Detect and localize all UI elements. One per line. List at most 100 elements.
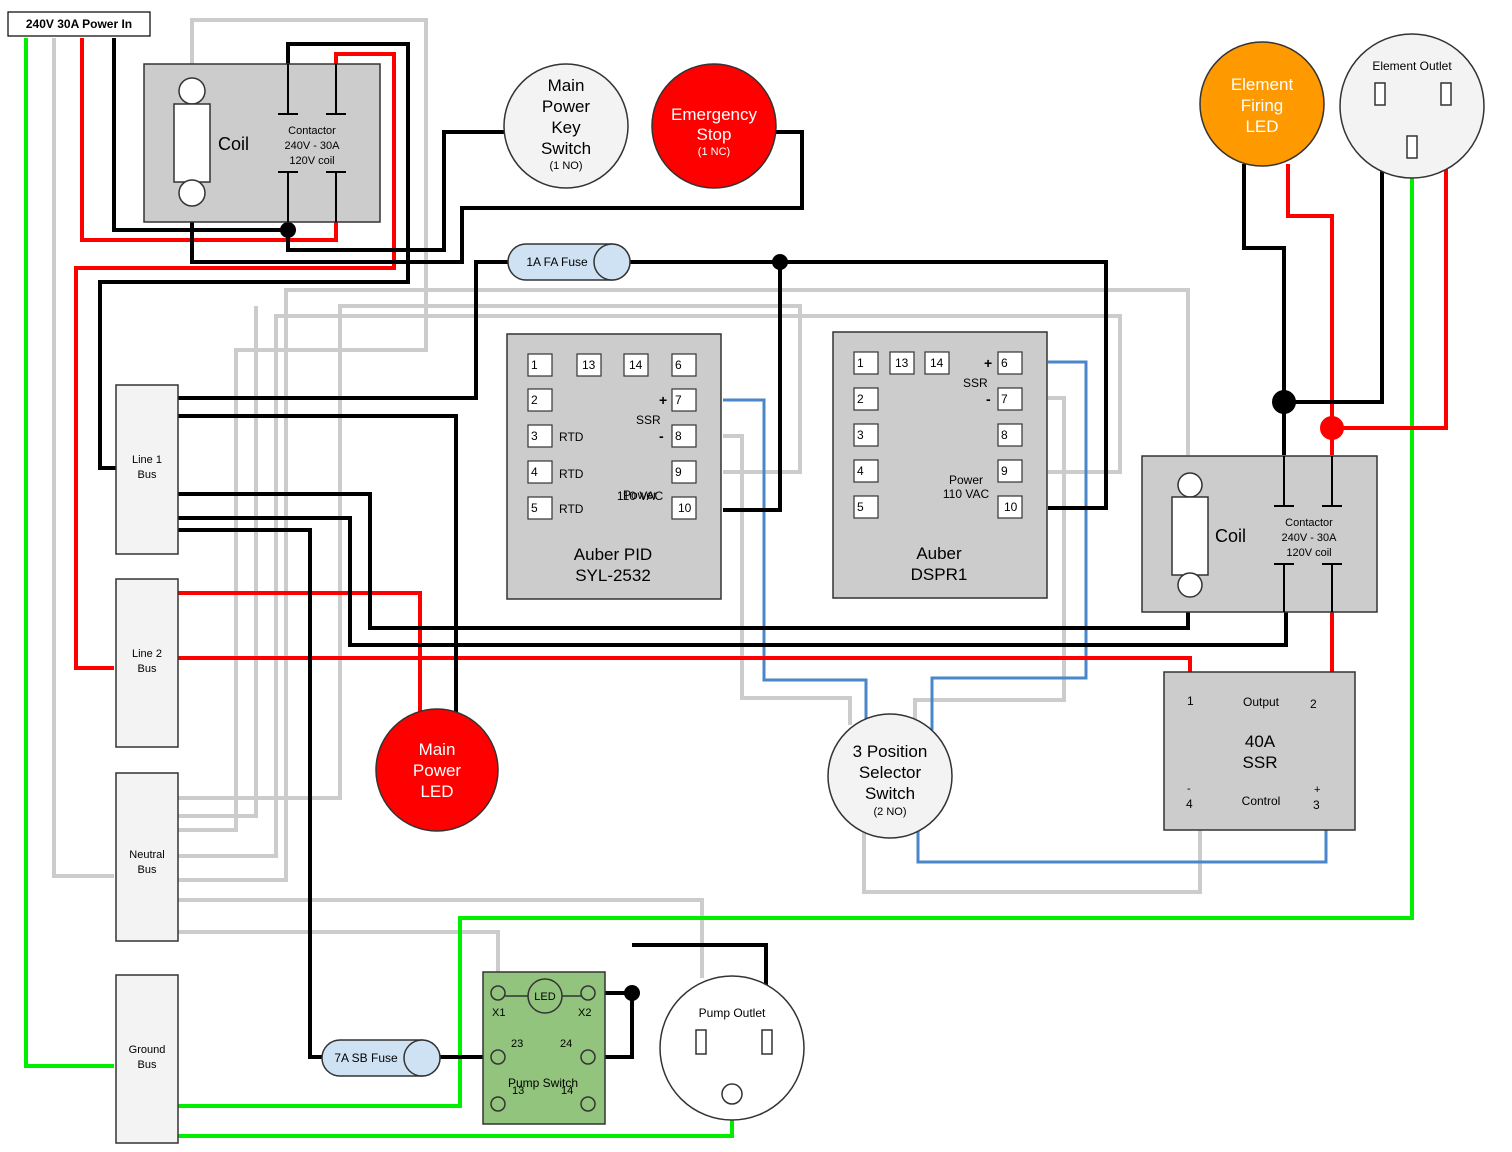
- svg-text:Switch: Switch: [541, 139, 591, 158]
- svg-text:Output: Output: [1243, 695, 1280, 709]
- fuse-1a: 1A FA Fuse: [507, 243, 631, 281]
- svg-text:Bus: Bus: [138, 1059, 157, 1071]
- svg-text:Contactor: Contactor: [1285, 517, 1333, 529]
- neutral-bus: Neutral Bus: [115, 772, 179, 942]
- svg-text:RTD: RTD: [559, 467, 584, 481]
- svg-text:240V 30A Power In: 240V 30A Power In: [26, 17, 132, 31]
- svg-text:6: 6: [675, 358, 682, 372]
- svg-text:23: 23: [511, 1038, 523, 1050]
- line2-wires: [74, 38, 1448, 712]
- svg-text:+: +: [659, 392, 667, 408]
- svg-text:Coil: Coil: [218, 134, 249, 154]
- contactor-1: Coil Contactor 240V - 30A 120V coil: [143, 63, 381, 223]
- svg-text:4: 4: [857, 464, 864, 478]
- svg-text:Line 2: Line 2: [132, 648, 162, 660]
- svg-text:13: 13: [895, 356, 909, 370]
- fuse-7a: 7A SB Fuse: [321, 1039, 441, 1077]
- svg-text:9: 9: [1001, 464, 1008, 478]
- svg-text:(2 NO): (2 NO): [874, 806, 907, 818]
- svg-text:Power: Power: [949, 473, 983, 487]
- svg-text:9: 9: [675, 465, 682, 479]
- svg-text:RTD: RTD: [559, 502, 584, 516]
- svg-text:10: 10: [1004, 500, 1018, 514]
- svg-text:Element: Element: [1231, 75, 1294, 94]
- svg-text:1: 1: [531, 358, 538, 372]
- svg-text:24: 24: [560, 1038, 572, 1050]
- svg-text:(1 NC): (1 NC): [698, 146, 730, 158]
- svg-text:2: 2: [1310, 697, 1317, 711]
- emergency-stop: Emergency Stop (1 NC): [651, 63, 777, 189]
- element-firing-led: Element Firing LED: [1199, 41, 1325, 167]
- svg-text:Firing: Firing: [1241, 96, 1284, 115]
- svg-text:Line 1: Line 1: [132, 454, 162, 466]
- svg-text:SSR: SSR: [636, 413, 661, 427]
- svg-text:LED: LED: [1245, 117, 1278, 136]
- svg-text:SYL-2532: SYL-2532: [575, 566, 651, 585]
- svg-text:Control: Control: [1242, 794, 1281, 808]
- auber-pid: 1 13 14 6 2 7 3 8 4 9 5 10 RTD RTD RTD S…: [506, 333, 722, 600]
- svg-text:7A SB Fuse: 7A SB Fuse: [334, 1051, 398, 1065]
- power-in-label: 240V 30A Power In: [7, 11, 151, 37]
- svg-text:Selector: Selector: [859, 763, 922, 782]
- svg-text:Power: Power: [413, 761, 462, 780]
- svg-text:Coil: Coil: [1215, 526, 1246, 546]
- junction-dots: [280, 222, 1344, 1001]
- svg-text:2: 2: [531, 393, 538, 407]
- svg-text:110 VAC: 110 VAC: [943, 487, 990, 501]
- svg-text:SSR: SSR: [1243, 753, 1278, 772]
- svg-text:Main: Main: [419, 740, 456, 759]
- svg-text:Auber: Auber: [916, 544, 962, 563]
- line2-bus: Line 2 Bus: [115, 578, 179, 748]
- svg-text:8: 8: [1001, 428, 1008, 442]
- svg-text:X2: X2: [578, 1007, 591, 1019]
- svg-text:5: 5: [531, 501, 538, 515]
- element-outlet: Element Outlet: [1339, 33, 1485, 179]
- svg-text:Bus: Bus: [138, 469, 157, 481]
- svg-text:LED: LED: [420, 782, 453, 801]
- svg-text:13: 13: [582, 358, 596, 372]
- svg-text:Switch: Switch: [865, 784, 915, 803]
- svg-text:13: 13: [512, 1085, 524, 1097]
- svg-text:+: +: [984, 355, 992, 371]
- svg-text:14: 14: [930, 356, 944, 370]
- svg-text:120V coil: 120V coil: [1286, 547, 1331, 559]
- pump-switch: LED X1 X2 23 24 Pump Switch 13 14: [482, 971, 606, 1125]
- svg-text:5: 5: [857, 500, 864, 514]
- svg-text:-: -: [1187, 783, 1191, 795]
- svg-text:3: 3: [531, 429, 538, 443]
- svg-text:LED: LED: [534, 991, 555, 1003]
- svg-text:3 Position: 3 Position: [853, 742, 928, 761]
- svg-text:Neutral: Neutral: [129, 849, 164, 861]
- selector-switch: 3 Position Selector Switch (2 NO): [827, 713, 953, 839]
- svg-text:Pump Outlet: Pump Outlet: [699, 1006, 766, 1020]
- svg-text:2: 2: [857, 392, 864, 406]
- svg-text:Element Outlet: Element Outlet: [1372, 59, 1452, 73]
- svg-text:Key: Key: [551, 118, 581, 137]
- svg-text:Ground: Ground: [129, 1044, 166, 1056]
- svg-text:120V coil: 120V coil: [289, 155, 334, 167]
- svg-text:240V - 30A: 240V - 30A: [284, 140, 340, 152]
- svg-text:Auber PID: Auber PID: [574, 545, 652, 564]
- svg-text:Power: Power: [623, 488, 657, 502]
- neutral-wires: [52, 18, 1202, 988]
- svg-text:14: 14: [629, 358, 643, 372]
- svg-text:1: 1: [1187, 694, 1194, 708]
- svg-text:Emergency: Emergency: [671, 105, 757, 124]
- svg-text:4: 4: [531, 465, 538, 479]
- svg-text:40A: 40A: [1245, 732, 1276, 751]
- svg-text:X1: X1: [492, 1007, 505, 1019]
- svg-text:Bus: Bus: [138, 864, 157, 876]
- svg-text:8: 8: [675, 429, 682, 443]
- pump-outlet: Pump Outlet: [659, 975, 805, 1121]
- svg-text:110 VAC: 110 VAC: [617, 489, 664, 503]
- svg-text:3: 3: [857, 428, 864, 442]
- svg-text:RTD: RTD: [559, 430, 584, 444]
- svg-text:Bus: Bus: [138, 663, 157, 675]
- svg-text:-: -: [986, 391, 991, 407]
- svg-text:1: 1: [857, 356, 864, 370]
- svg-text:7: 7: [1001, 392, 1008, 406]
- svg-text:10: 10: [678, 501, 692, 515]
- line1-bus: Line 1 Bus: [115, 384, 179, 555]
- svg-text:SSR: SSR: [963, 376, 988, 390]
- svg-text:Pump Switch: Pump Switch: [508, 1076, 578, 1090]
